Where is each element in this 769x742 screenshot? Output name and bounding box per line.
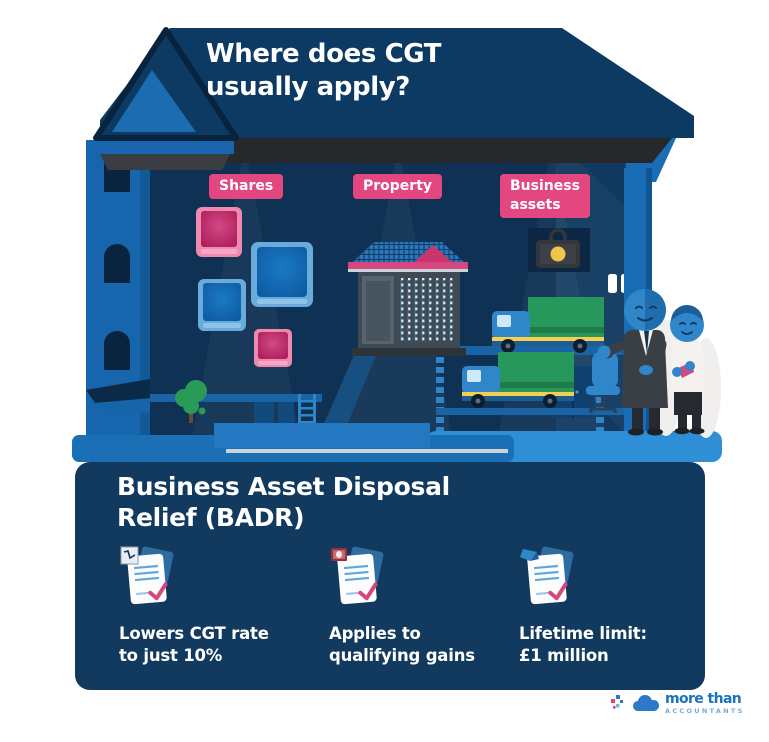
ledge xyxy=(72,423,722,462)
two-people-illustration xyxy=(597,289,721,438)
tree-icon xyxy=(175,380,207,423)
badr-panel xyxy=(75,462,705,690)
ribbon-document-icon xyxy=(520,546,574,605)
awning-icon xyxy=(86,379,163,413)
office-chair-icon xyxy=(586,352,620,413)
badr-item-gains: Applies to qualifying gains xyxy=(329,545,524,667)
badr-heading: Business Asset Disposal Relief (BADR) xyxy=(117,472,450,532)
page-title: Where does CGT usually apply? xyxy=(206,39,442,102)
brand-name: more than xyxy=(665,691,742,707)
label-property: Property xyxy=(353,174,443,199)
badr-item-text: Lowers CGT rate to just 10% xyxy=(119,624,269,665)
brand-logo: more than ACCOUNTANTS xyxy=(611,692,745,715)
facade-windows xyxy=(104,153,130,370)
person-shirt xyxy=(670,305,705,435)
shares-cubes-illustration xyxy=(196,207,313,367)
truck-icon xyxy=(462,352,574,408)
truck-icon xyxy=(492,297,604,353)
label-business-assets: Business assets xyxy=(500,174,590,218)
badr-item-limit: Lifetime limit: £1 million xyxy=(519,545,714,667)
briefcase-icon xyxy=(536,228,580,268)
label-shares: Shares xyxy=(209,174,284,199)
cloud-icon xyxy=(633,695,659,712)
cash-document-icon xyxy=(331,546,384,605)
property-building-illustration xyxy=(348,242,468,356)
roof xyxy=(93,27,694,170)
person-suit xyxy=(597,289,668,436)
pixel-squares-icon xyxy=(611,695,623,709)
gable xyxy=(93,27,239,170)
chart-document-icon xyxy=(120,546,174,605)
badr-item-text: Applies to qualifying gains xyxy=(329,624,475,665)
badr-item-rate: Lowers CGT rate to just 10% xyxy=(119,545,314,667)
badr-item-text: Lifetime limit: £1 million xyxy=(519,624,647,665)
brand-subtitle: ACCOUNTANTS xyxy=(665,707,745,715)
